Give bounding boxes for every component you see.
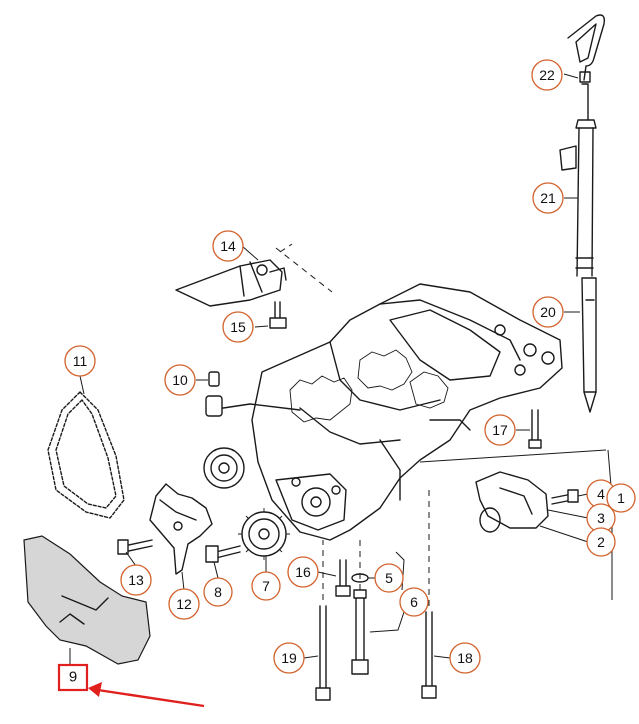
callout-6-label: 6 <box>410 594 418 610</box>
callout-8: 8 <box>203 577 233 607</box>
bolts-group <box>315 559 437 701</box>
callout-17-label: 17 <box>492 422 508 438</box>
callout-21: 21 <box>532 182 564 214</box>
callout-14: 14 <box>212 230 244 262</box>
callout-13: 13 <box>120 564 152 596</box>
callout-19: 19 <box>273 642 305 674</box>
callout-2: 2 <box>586 527 616 557</box>
callout-10: 10 <box>164 364 196 396</box>
callout-21-label: 21 <box>540 190 556 206</box>
red-pointer-arrow <box>88 682 205 708</box>
callout-3-label: 3 <box>597 510 605 526</box>
chain-tensioner <box>117 483 213 575</box>
callout-1: 1 <box>606 483 636 513</box>
callout-22: 22 <box>531 59 563 91</box>
dowel-pin <box>208 371 220 387</box>
callout-12: 12 <box>168 588 200 620</box>
callout-19-label: 19 <box>281 650 297 666</box>
filter-flange <box>475 471 579 533</box>
callout-15: 15 <box>222 311 254 343</box>
callout-17: 17 <box>484 414 516 446</box>
callout-10-label: 10 <box>172 372 188 388</box>
callout-12-label: 12 <box>176 596 192 612</box>
drive-chain <box>47 391 125 519</box>
sprocket <box>238 508 290 560</box>
highlight-callout-9: 9 <box>57 663 89 692</box>
bolt-17 <box>528 409 542 449</box>
support-bracket <box>175 259 287 329</box>
callout-2-label: 2 <box>597 534 605 550</box>
callout-6: 6 <box>399 587 429 617</box>
callout-15-label: 15 <box>230 319 246 335</box>
callout-18-label: 18 <box>457 650 473 666</box>
callout-20-label: 20 <box>540 304 556 320</box>
callout-20: 20 <box>532 296 564 328</box>
callout-11-label: 11 <box>73 353 88 369</box>
callout-16-label: 16 <box>295 564 311 580</box>
highlight-box <box>57 663 89 692</box>
callout-4-label: 4 <box>597 486 605 502</box>
callout-5-label: 5 <box>385 570 393 586</box>
callout-16: 16 <box>287 556 319 588</box>
callout-22-label: 22 <box>539 67 555 83</box>
callout-1-label: 1 <box>617 490 625 506</box>
callout-13-label: 13 <box>128 572 144 588</box>
hex-screw-8 <box>205 545 241 563</box>
chain-cover <box>23 535 151 665</box>
callout-7-label: 7 <box>262 578 270 594</box>
callout-7: 7 <box>251 571 281 601</box>
highlight-label: 9 <box>69 669 77 686</box>
shaft-sprocket <box>203 447 245 489</box>
callout-14-label: 14 <box>220 238 236 254</box>
callout-5: 5 <box>374 563 404 593</box>
callout-18: 18 <box>449 642 481 674</box>
callout-11: 11 <box>64 345 96 377</box>
callout-8-label: 8 <box>214 584 222 600</box>
oil-dipstick <box>559 14 606 413</box>
balance-shaft-oil-pump-module <box>205 283 563 541</box>
